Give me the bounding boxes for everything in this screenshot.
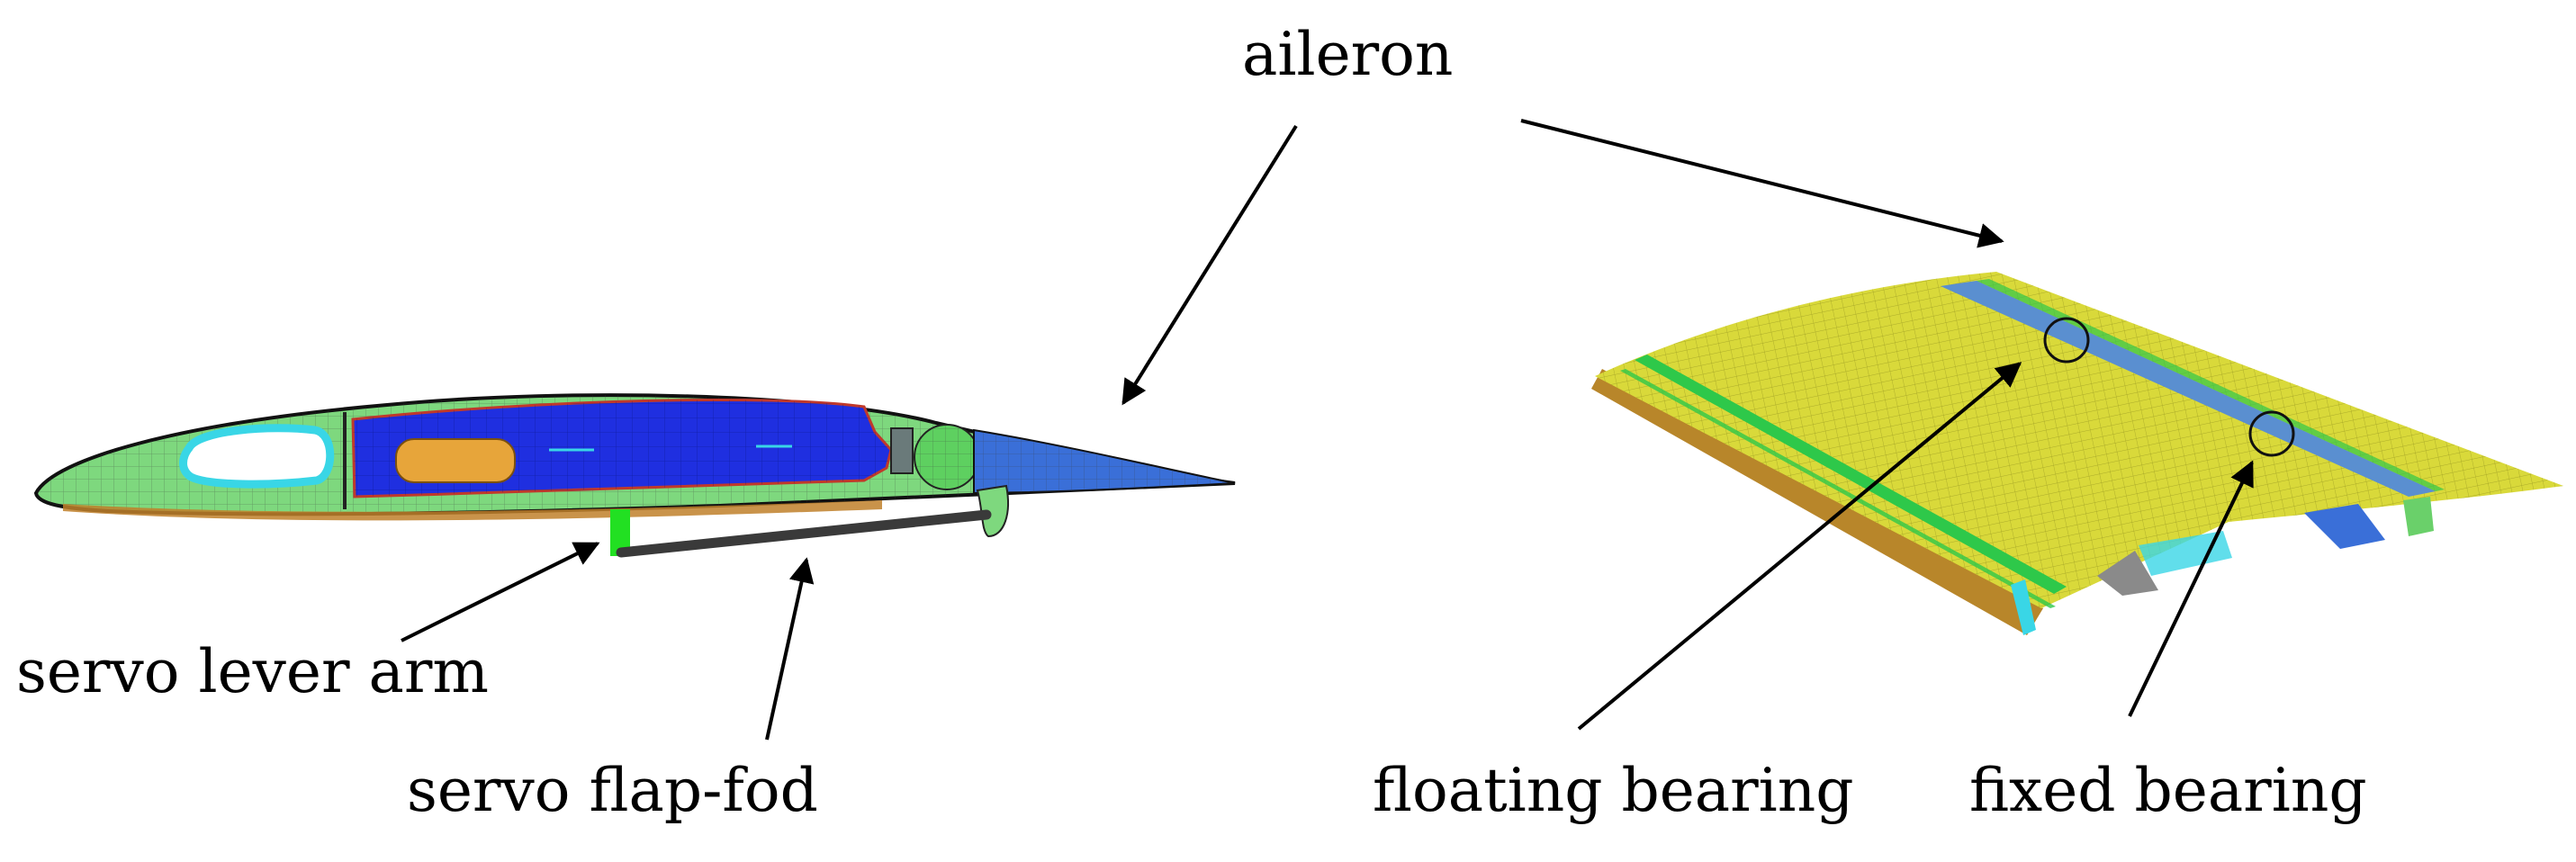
spar-stripe [1635, 355, 2067, 594]
aileron-horn [976, 484, 1009, 538]
label-aileron: aileron [1242, 20, 1454, 89]
label-servo-flap-rod: servo flap-fod [407, 756, 818, 825]
arrow-floating-bearing [1577, 362, 2022, 731]
label-floating-bearing: floating bearing [1373, 756, 1854, 825]
hinge-line-stripe [1941, 281, 2436, 497]
callout-arrows [401, 119, 2254, 741]
arrow-aileron-left [1121, 124, 1298, 406]
arrow-servo-lever [401, 542, 600, 642]
servo-push-rod [616, 509, 992, 558]
front-cell-cutout [179, 424, 335, 489]
arrow-fixed-bearing [2128, 460, 2254, 717]
fixed-bearing-marker [2248, 410, 2295, 457]
floating-bearing-marker [2043, 317, 2090, 364]
lower-skin-strip [63, 500, 882, 521]
leading-edge-face [1591, 369, 2043, 635]
underside-fittings [2097, 551, 2158, 596]
wing-panel-3d [1591, 272, 2563, 635]
foam-core [395, 438, 516, 483]
label-servo-lever-arm: servo lever arm [16, 637, 490, 706]
servo-lever-arm [610, 509, 630, 556]
rear-spar [890, 427, 914, 474]
label-fixed-bearing: fixed bearing [1969, 756, 2367, 825]
arrow-servo-rod [765, 557, 815, 741]
arrow-aileron-right [1520, 119, 2004, 248]
airfoil-section [33, 393, 1236, 558]
